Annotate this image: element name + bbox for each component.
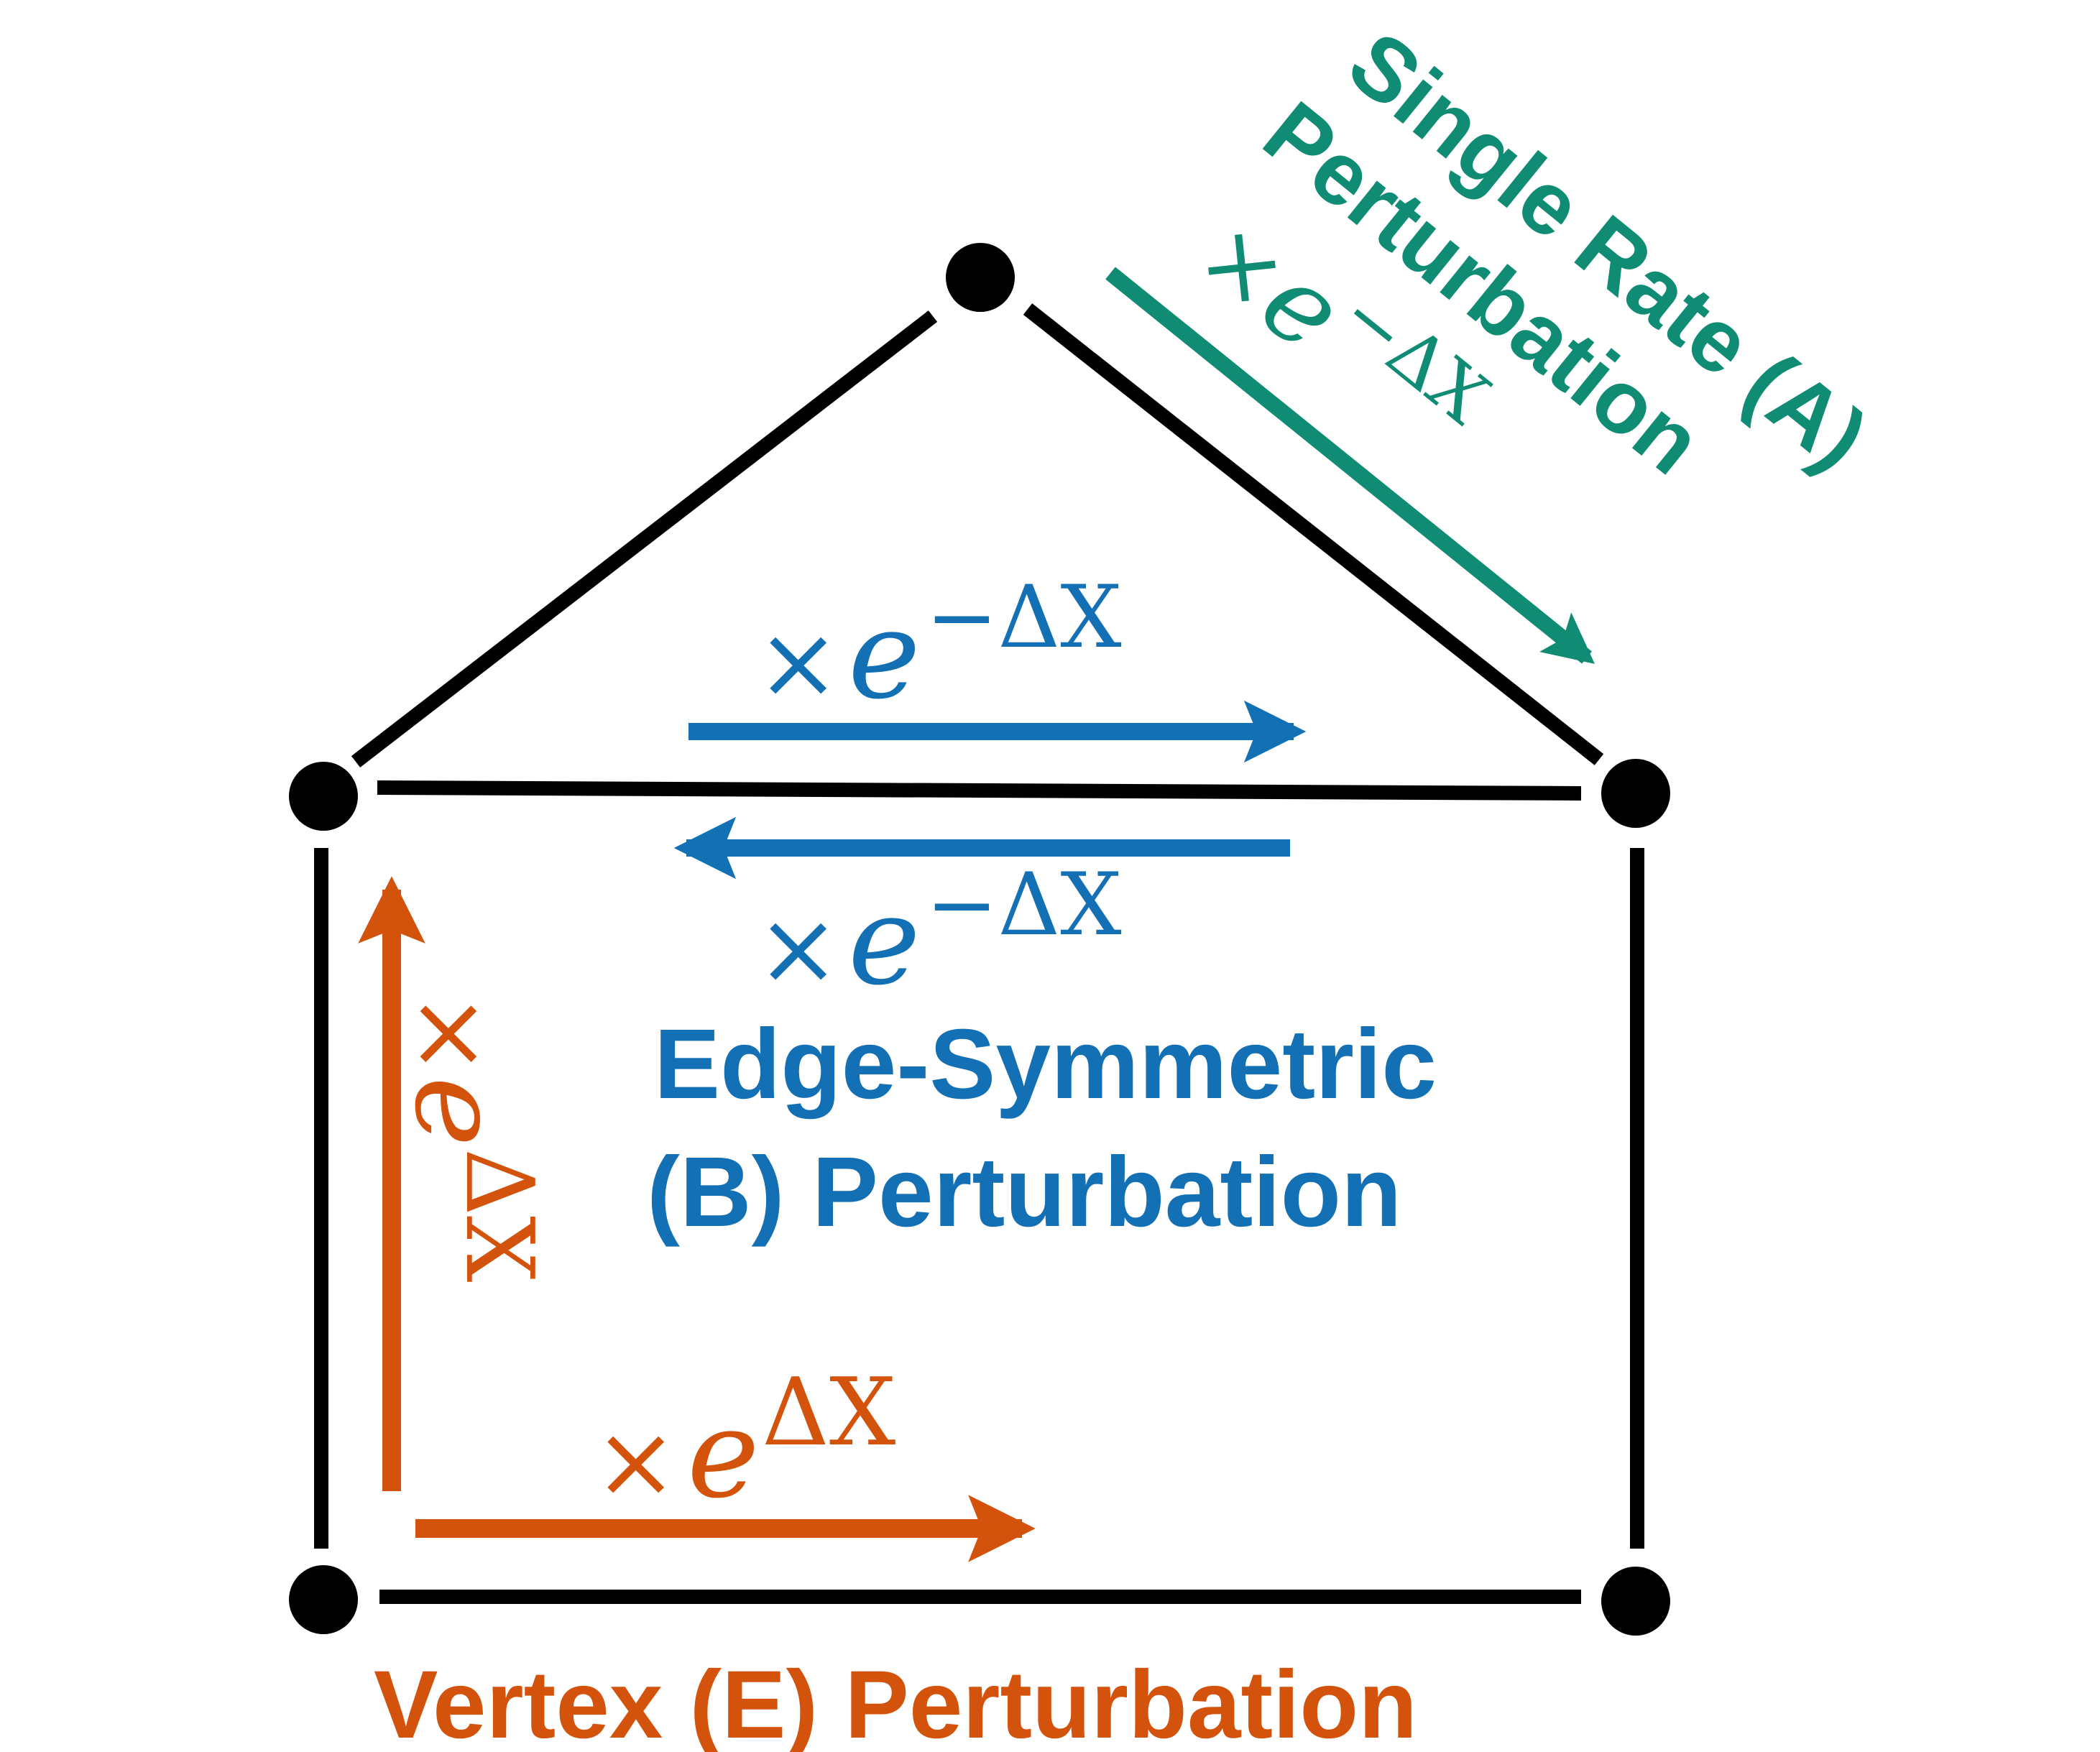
exp-power: ΔX — [762, 1357, 895, 1467]
exp-power: −ΔX — [926, 855, 1122, 955]
edge-symmetric-title-line1: Edge-Symmetric — [654, 1009, 1437, 1120]
graph-edges — [314, 303, 1644, 1604]
single-rate-arrow — [1105, 267, 1595, 664]
exp-base: e — [687, 1383, 760, 1526]
exp-power: −ΔX — [926, 568, 1122, 668]
edge-symmetric-factor-top: × e −ΔX — [756, 568, 1122, 727]
vertex-bottom-left — [289, 1565, 358, 1634]
times-symbol: × — [594, 1403, 678, 1521]
edge-symmetric-factor-bottom: × e −ΔX — [756, 855, 1122, 1013]
graph-vertices — [289, 243, 1670, 1636]
times-symbol: × — [756, 604, 840, 721]
exp-power: ΔX — [445, 1148, 554, 1282]
vertex-factor-vertical: × e ΔX — [389, 992, 554, 1282]
exp-base: e — [848, 870, 921, 1013]
edge-apex-left — [351, 310, 938, 767]
times-symbol: × — [756, 890, 840, 1008]
vertex-factor-horizontal: × e ΔX — [594, 1357, 895, 1526]
edge-apex-right — [1023, 303, 1604, 765]
edge-top-horizontal — [377, 780, 1582, 801]
times-symbol: × — [392, 992, 510, 1076]
vertex-title: Vertex (E) Perturbation — [374, 1651, 1417, 1752]
vertex-bottom-right — [1601, 1567, 1670, 1636]
vertex-top-right — [1601, 759, 1670, 828]
edge-symmetric-title-line2: (B) Perturbation — [647, 1137, 1401, 1248]
edge-symmetric-title: Edge-Symmetric (B) Perturbation — [647, 1009, 1437, 1248]
vertex-top-left — [289, 762, 358, 831]
exp-base: e — [389, 1076, 527, 1147]
exp-base: e — [848, 584, 921, 727]
vertex-apex — [946, 243, 1015, 312]
